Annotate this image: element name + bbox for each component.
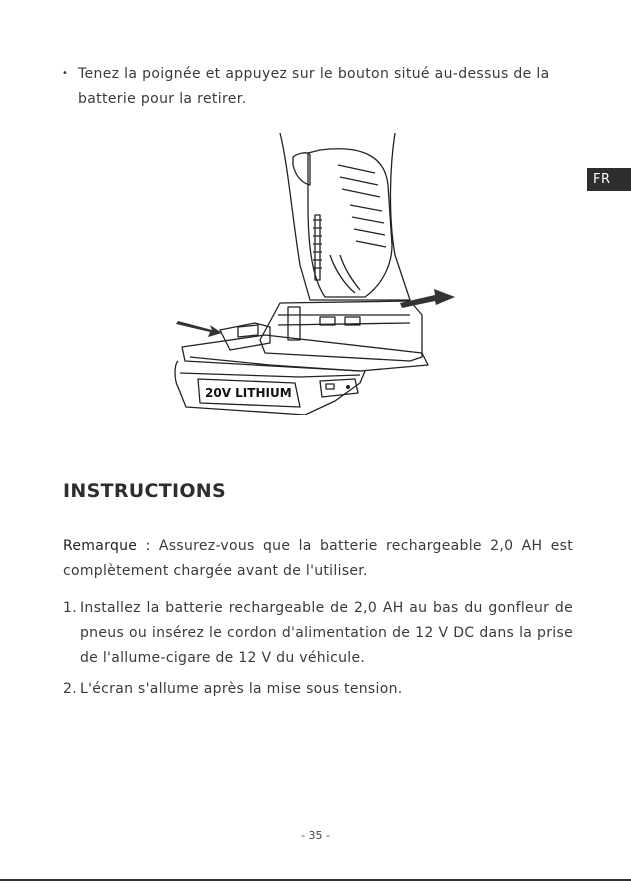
- page-number: - 35 -: [301, 829, 330, 842]
- note-paragraph: Remarque : Assurez-vous que la batterie …: [63, 534, 573, 584]
- battery-removal-illustration: 20V LITHIUM: [174, 132, 455, 415]
- language-tab: FR: [587, 168, 631, 191]
- battery-label: 20V LITHIUM: [205, 386, 292, 400]
- bullet-instruction: • Tenez la poignée et appuyez sur le bou…: [62, 62, 574, 112]
- list-item: 1. Installez la batterie rechargeable de…: [63, 596, 573, 671]
- note-text: Assurez-vous que la batterie rechargeabl…: [63, 538, 573, 579]
- bullet-text: Tenez la poignée et appuyez sur le bouto…: [78, 66, 550, 107]
- bottom-rule: [0, 879, 631, 881]
- section-title: INSTRUCTIONS: [63, 480, 226, 502]
- note-label: Remarque :: [63, 538, 151, 554]
- step-text: Installez la batterie rechargeable de 2,…: [80, 600, 573, 666]
- step-text: L'écran s'allume après la mise sous tens…: [80, 681, 403, 697]
- steps-list: 1. Installez la batterie rechargeable de…: [63, 596, 573, 708]
- bullet-dot: •: [62, 68, 69, 79]
- step-number: 1.: [63, 600, 77, 616]
- list-item: 2. L'écran s'allume après la mise sous t…: [63, 677, 573, 702]
- step-number: 2.: [63, 681, 77, 697]
